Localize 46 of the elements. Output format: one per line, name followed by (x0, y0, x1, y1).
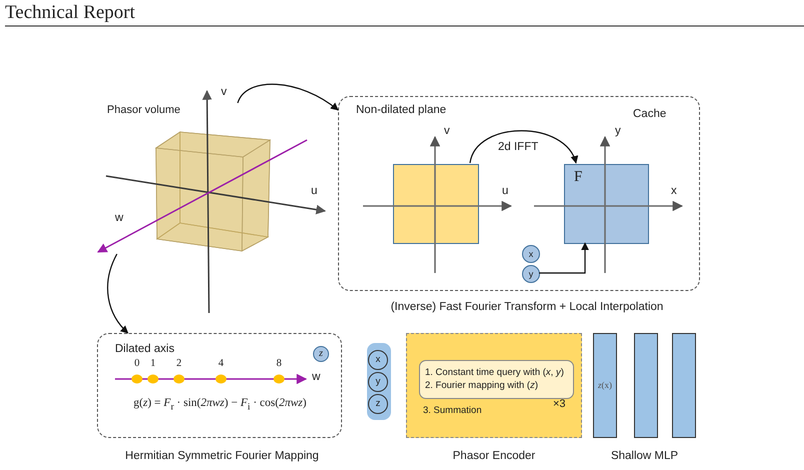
dashed-panel (338, 96, 700, 291)
encoder-panel (406, 333, 582, 438)
plane-square: F (564, 164, 649, 244)
layer-bar (672, 333, 696, 438)
input-panel (367, 343, 391, 420)
tick-label: 8 (275, 358, 283, 371)
tick-label: 2 (175, 358, 183, 371)
arrow (107, 254, 128, 334)
arrow (469, 130, 577, 164)
variable-circle: y (522, 265, 540, 283)
formula: g(z) = F$_{r}$ · sin(2πwz) − F$_{i}$ · cos(2πwz) (132, 397, 308, 413)
plane-label: Cache (633, 108, 666, 122)
plane-label: Non-dilated plane (356, 104, 446, 118)
node-heading: Phasor volume (107, 104, 180, 118)
arrow (237, 84, 339, 111)
repeat-label: ×3 (553, 398, 566, 412)
axis-label: u (502, 185, 508, 199)
axis-label: x (671, 185, 677, 199)
rounded-box (419, 360, 574, 399)
step-text: 1. Constant time query with (x, y) (425, 367, 564, 378)
layer-bar: z(x) (593, 333, 617, 438)
panel-label: (Inverse) Fast Fourier Transform + Local Interpolation (390, 301, 664, 315)
axis-label: u (311, 185, 318, 199)
step-text: 2. Fourier mapping with (z) (425, 380, 538, 392)
plane-square (393, 164, 479, 244)
axis-label: w (115, 212, 124, 226)
variable-circle: x (368, 350, 388, 370)
variable-circle: z (368, 394, 388, 414)
axis-label: w (312, 371, 320, 385)
panel-label: Phasor Encoder (452, 450, 536, 464)
tick-label: 4 (217, 358, 225, 371)
arrow (539, 242, 589, 274)
panel-label: Hermitian Symmetric Fourier Mapping (124, 450, 320, 464)
tick-label: 1 (149, 358, 157, 371)
group-label: Shallow MLP (610, 450, 680, 464)
variable-circle: x (522, 245, 540, 263)
axis-label: v (221, 86, 227, 100)
axis-label: v (444, 125, 450, 139)
axis-label: y (615, 125, 621, 139)
page-header: Technical Report (5, 2, 136, 25)
layer-bar (634, 333, 658, 438)
variable-circle: z (313, 346, 329, 362)
variable-circle: y (368, 372, 388, 392)
panel-title: Dilated axis (115, 343, 174, 357)
tick-label: 0 (133, 358, 141, 371)
step-text: 3. Summation (423, 405, 482, 416)
